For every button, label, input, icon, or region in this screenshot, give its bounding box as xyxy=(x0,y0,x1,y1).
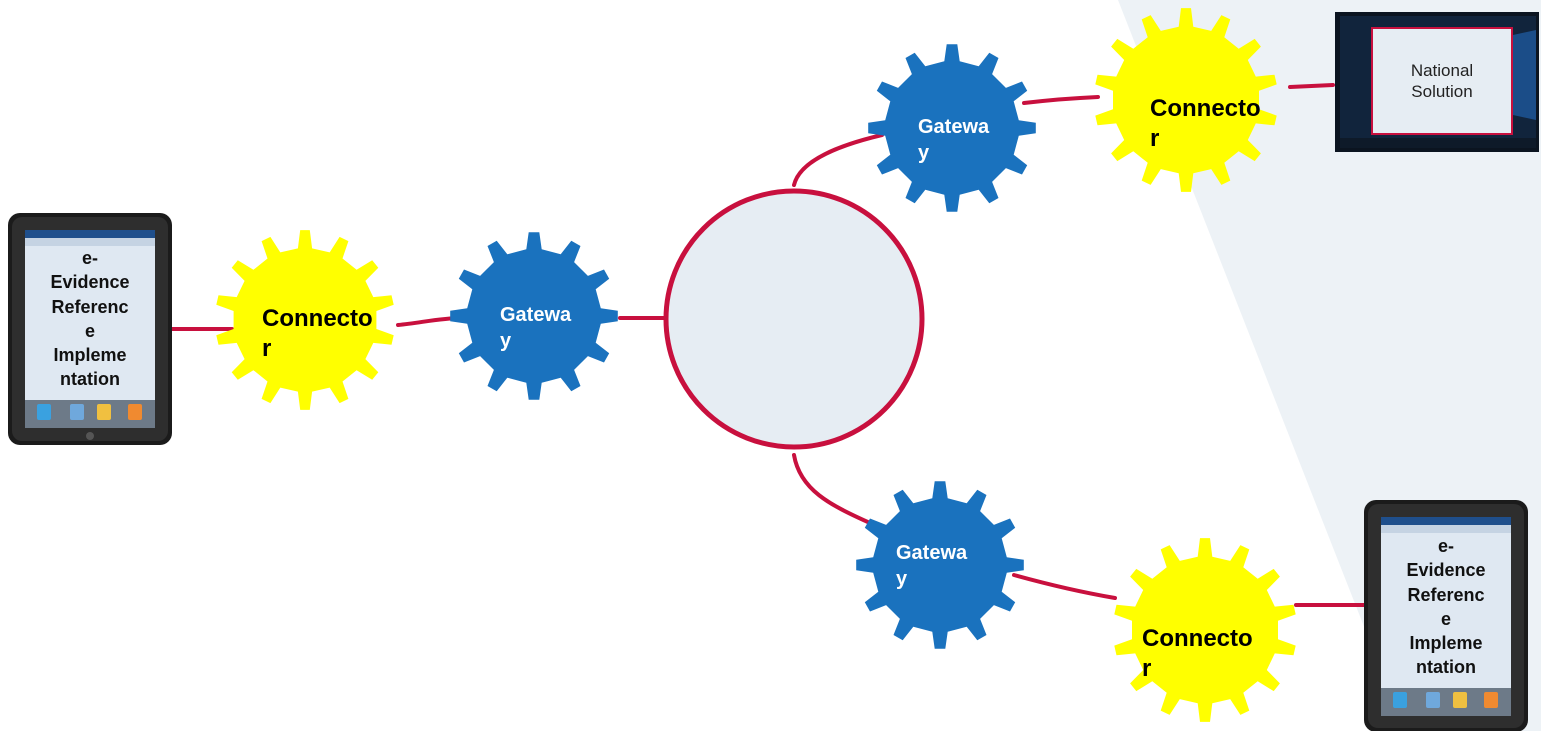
monitor-device xyxy=(1335,12,1539,152)
link-hub-gateway-bottom xyxy=(792,453,872,525)
gateway-label-top: Gatewa y xyxy=(918,116,990,164)
gateway-label-bottom: Gatewa y xyxy=(896,542,968,590)
right-device-label: e- Evidence Referenc e Impleme ntation xyxy=(1406,536,1486,678)
connector-label-bottom: Connecto r xyxy=(1142,625,1253,682)
hub-circle xyxy=(663,188,925,450)
connection-lines xyxy=(170,83,1369,607)
link-gateway-connector-bottom xyxy=(1012,573,1117,600)
left-device-label: e- Evidence Referenc e Impleme ntation xyxy=(50,248,130,390)
gateway-gear-left xyxy=(450,232,618,400)
left-tablet-device xyxy=(8,213,172,445)
connector-gear-top xyxy=(1095,8,1277,192)
connector-label-left: Connecto r xyxy=(262,305,373,362)
gateway-gear-bottom xyxy=(856,481,1024,649)
right-tablet-device xyxy=(1364,500,1528,731)
monitor-label: National Solution xyxy=(1410,61,1474,102)
connector-gear-bottom xyxy=(1114,538,1296,722)
link-connector-monitor xyxy=(1288,83,1335,89)
connector-gear-left xyxy=(216,230,394,410)
link-hub-gateway-top xyxy=(792,133,884,187)
gateway-gear-top xyxy=(868,44,1036,212)
link-gateway-connector-top xyxy=(1022,95,1100,105)
connector-label-top: Connecto r xyxy=(1150,95,1261,152)
gateway-label-left: Gatewa y xyxy=(500,304,572,352)
